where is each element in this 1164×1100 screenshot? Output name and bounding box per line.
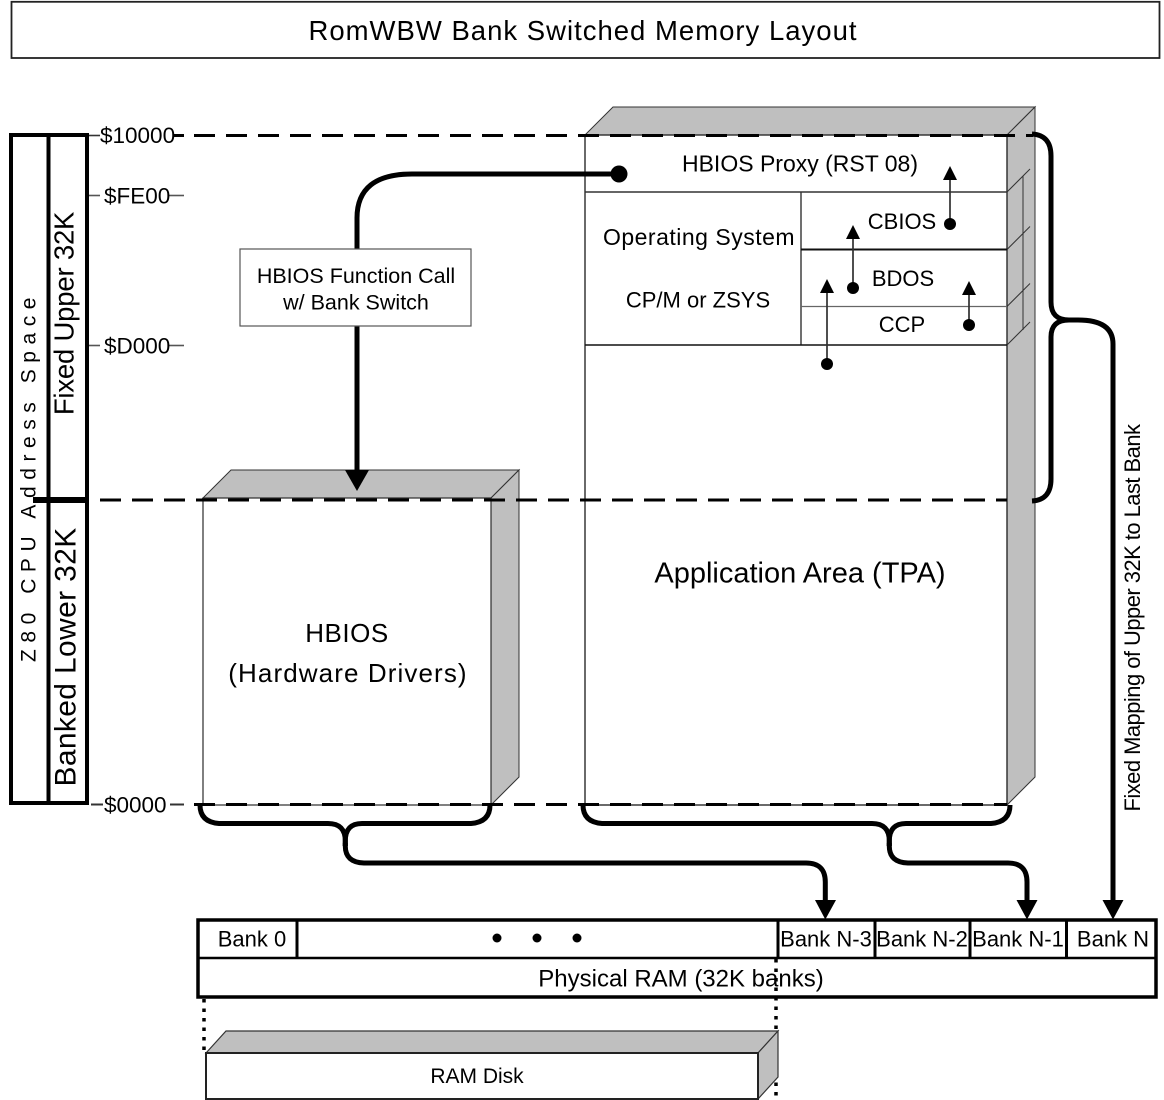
svg-text:CP/M or ZSYS: CP/M or ZSYS [626, 288, 770, 313]
svg-text:RomWBW Bank Switched Memory La: RomWBW Bank Switched Memory Layout [308, 15, 857, 46]
svg-text:CBIOS: CBIOS [868, 209, 936, 234]
svg-text:Fixed Mapping of Upper 32K to: Fixed Mapping of Upper 32K to Last Bank [1120, 423, 1145, 812]
svg-text:Bank 0: Bank 0 [218, 927, 287, 952]
svg-text:$0000: $0000 [104, 793, 167, 818]
svg-text:Banked Lower 32K: Banked Lower 32K [50, 527, 83, 786]
svg-text:Application Area (TPA): Application Area (TPA) [654, 558, 945, 590]
svg-text:Z80 CPU Address Space: Z80 CPU Address Space [18, 291, 41, 662]
svg-text:Bank N-1: Bank N-1 [972, 927, 1064, 952]
svg-text:Bank N-2: Bank N-2 [876, 927, 968, 952]
svg-text:BDOS: BDOS [872, 266, 934, 291]
svg-text:RAM Disk: RAM Disk [430, 1065, 524, 1088]
svg-text:$D000: $D000 [104, 334, 170, 359]
svg-text:Fixed Upper 32K: Fixed Upper 32K [49, 211, 80, 415]
svg-text:CCP: CCP [879, 312, 925, 337]
svg-text:$10000: $10000 [100, 123, 175, 148]
svg-text:HBIOS Function Call: HBIOS Function Call [257, 264, 455, 288]
svg-text:Operating System: Operating System [603, 224, 795, 250]
svg-text:HBIOS: HBIOS [305, 618, 388, 648]
svg-text:w/ Bank Switch: w/ Bank Switch [282, 291, 429, 315]
svg-text:Bank N: Bank N [1077, 927, 1149, 952]
svg-text:Physical RAM (32K banks): Physical RAM (32K banks) [538, 966, 823, 993]
svg-text:Bank N-3: Bank N-3 [780, 927, 872, 952]
svg-text:(Hardware Drivers): (Hardware Drivers) [228, 658, 467, 688]
svg-text:HBIOS Proxy (RST 08): HBIOS Proxy (RST 08) [682, 151, 918, 177]
svg-text:$FE00: $FE00 [104, 184, 170, 209]
